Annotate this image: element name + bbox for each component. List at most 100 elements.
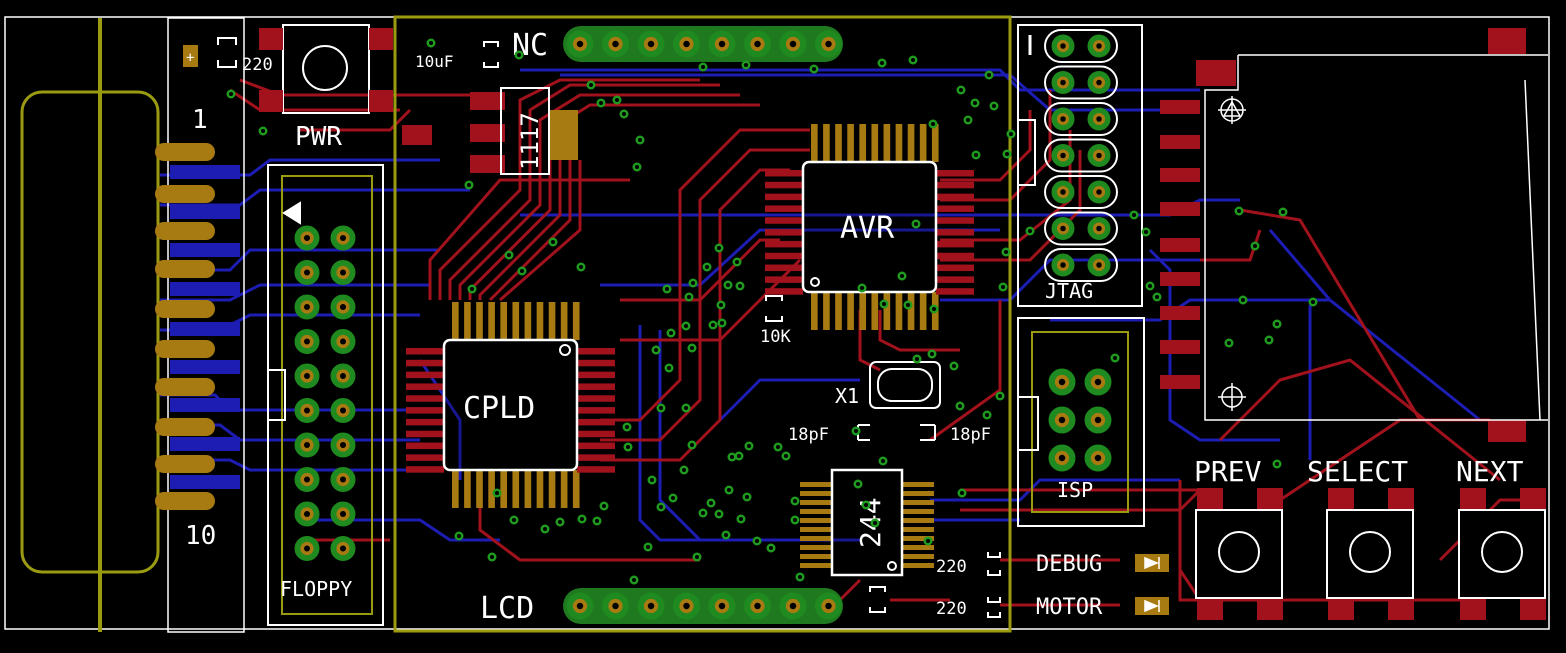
soic-pad xyxy=(902,518,934,523)
qfp-pad xyxy=(548,302,556,340)
via-hole xyxy=(1009,132,1013,136)
regulator-1117-label: 1117 xyxy=(516,112,544,170)
via-hole xyxy=(1275,322,1279,326)
next-button[interactable] xyxy=(1458,488,1546,620)
via-hole xyxy=(739,517,743,521)
cap-10uf-label: 10uF xyxy=(415,52,454,71)
via-hole xyxy=(960,491,964,495)
qfp-pad xyxy=(883,292,891,330)
via-hole xyxy=(1144,230,1148,234)
qfp-pad xyxy=(464,302,471,340)
pad-hole xyxy=(576,40,584,48)
qfp-pad xyxy=(936,205,974,212)
via-hole xyxy=(726,283,730,287)
ic-244-pin1-dot xyxy=(887,561,897,571)
pad-hole xyxy=(1096,262,1102,268)
qfp-pad xyxy=(936,288,974,295)
via-hole xyxy=(701,65,705,69)
qfp-pad xyxy=(406,371,444,379)
qfp-pad xyxy=(936,193,974,201)
resistor-debug xyxy=(987,552,1001,576)
via-hole xyxy=(1005,152,1009,156)
via-hole xyxy=(915,357,919,361)
pad-hole xyxy=(1060,262,1066,268)
cpld-label: CPLD xyxy=(463,391,535,426)
jtag-header xyxy=(1017,24,1143,307)
via-hole xyxy=(626,445,630,449)
qfp-pad xyxy=(936,229,974,236)
crosshair-circle-icon xyxy=(1218,383,1246,411)
crosshair-circle-icon xyxy=(1218,96,1246,124)
via-hole xyxy=(974,153,978,157)
via-hole xyxy=(745,495,749,499)
pad-hole xyxy=(1096,79,1102,86)
jtag-pin-outline xyxy=(1044,211,1118,246)
via-hole xyxy=(711,323,715,327)
pad-hole xyxy=(1060,189,1066,195)
pad-hole xyxy=(789,40,797,48)
qfp-pad xyxy=(765,264,803,272)
via-hole xyxy=(602,504,606,508)
resistor-debug-label: 220 xyxy=(936,557,967,577)
nc-header xyxy=(563,26,843,62)
prev-button[interactable] xyxy=(1195,488,1283,620)
via-hole xyxy=(737,454,741,458)
via-hole xyxy=(738,284,742,288)
qfp-pad xyxy=(823,124,830,162)
via-hole xyxy=(580,517,584,521)
resistor-motor xyxy=(987,597,1001,618)
qfp-pad xyxy=(919,124,927,162)
qfp-pad xyxy=(577,348,615,355)
cap-18pf-left-label: 18pF xyxy=(788,425,829,445)
qfp-pad xyxy=(577,383,615,390)
pad-hole xyxy=(1094,378,1102,386)
pad-hole xyxy=(1058,416,1066,424)
select-button[interactable] xyxy=(1326,488,1414,620)
qfp-pad xyxy=(765,240,803,248)
via-hole xyxy=(659,505,663,509)
via-hole xyxy=(776,445,780,449)
jtag-pin-outline xyxy=(1044,65,1118,100)
pad-hole xyxy=(304,545,310,552)
lcd-label: LCD xyxy=(480,591,534,626)
cap-18pf-right-label: 18pF xyxy=(950,425,991,445)
qfp-pad xyxy=(452,302,459,340)
via-hole xyxy=(632,578,636,582)
via-hole xyxy=(705,265,709,269)
via-hole xyxy=(635,165,639,169)
avr-chip xyxy=(801,160,938,294)
vias xyxy=(226,38,1318,585)
qfp-pad xyxy=(871,292,879,330)
via-hole xyxy=(1253,244,1257,248)
via-hole xyxy=(717,246,721,250)
qfp-pad xyxy=(577,430,615,438)
via-hole xyxy=(1004,250,1008,254)
pad-hole xyxy=(1058,378,1066,386)
pad-hole xyxy=(647,602,655,610)
via-hole xyxy=(261,129,265,133)
pad-hole xyxy=(612,40,619,48)
qfp-pad xyxy=(859,292,867,330)
via-hole xyxy=(520,269,524,273)
qfp-pad xyxy=(823,292,830,330)
via-hole xyxy=(926,539,930,543)
via-hole xyxy=(755,539,759,543)
pad-hole xyxy=(1060,225,1066,232)
cpld-pin1-dot xyxy=(559,344,571,356)
via-hole xyxy=(490,555,494,559)
sd-card-holder xyxy=(1160,28,1548,442)
via-hole xyxy=(625,425,629,429)
pad-hole xyxy=(304,373,310,379)
via-hole xyxy=(880,61,884,65)
via-hole xyxy=(457,534,461,538)
via-hole xyxy=(543,527,547,531)
pwr-button[interactable] xyxy=(259,24,393,114)
qfp-pad xyxy=(919,292,927,330)
via-hole xyxy=(985,413,989,417)
via-hole xyxy=(812,67,816,71)
qfp-pad xyxy=(512,470,520,508)
avr-pin1-dot xyxy=(810,277,820,287)
jtag-pin-outline xyxy=(1044,175,1118,209)
via-hole xyxy=(900,274,904,278)
via-hole xyxy=(1267,338,1271,342)
